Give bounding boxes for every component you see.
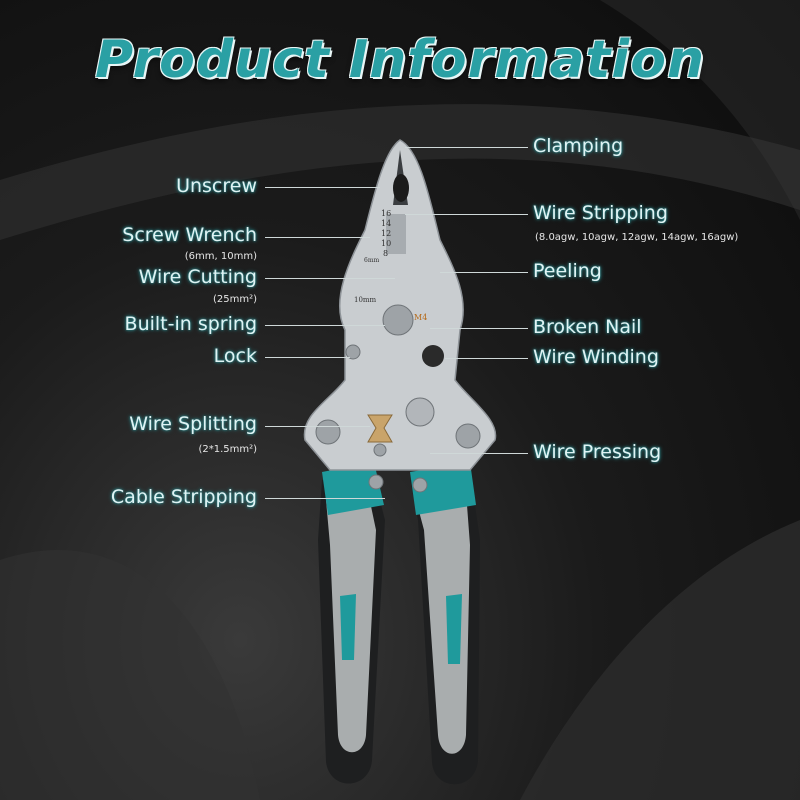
leader-wire-cutting — [265, 278, 395, 279]
leader-cable-stripping — [265, 498, 385, 499]
wrench-6mm-marking: 6mm — [364, 257, 380, 264]
label-wire-pressing: Wire Pressing — [533, 441, 662, 463]
label-lock: Lock — [213, 345, 257, 367]
steel-head — [303, 139, 497, 493]
label-clamping: Clamping — [533, 135, 624, 157]
label-wire-stripping: Wire Stripping — [533, 202, 668, 224]
label-wire-winding: Wire Winding — [533, 346, 659, 368]
gauge-12: 12 — [381, 229, 391, 238]
leader-clamping — [405, 147, 528, 148]
gauge-10: 10 — [381, 239, 391, 248]
label-peeling: Peeling — [533, 260, 602, 282]
label-wire-splitting: Wire Splitting — [129, 413, 257, 435]
gauge-14: 14 — [381, 219, 391, 228]
gauge-16: 16 — [381, 209, 391, 218]
hex-m4-marking: M4 — [414, 313, 427, 322]
leader-broken-nail — [430, 328, 528, 329]
label-screw-wrench: Screw Wrench — [122, 224, 257, 246]
leader-wire-splitting — [265, 426, 370, 427]
sub-wire-splitting: (2*1.5mm²) — [198, 444, 257, 455]
label-unscrew: Unscrew — [176, 175, 257, 197]
leader-peeling — [440, 272, 528, 273]
sub-screw-wrench: (6mm, 10mm) — [184, 251, 257, 262]
leader-wire-stripping — [405, 214, 528, 215]
sub-wire-stripping: (8.0agw, 10agw, 12agw, 14agw, 16agw) — [535, 232, 739, 243]
wrench-10mm-marking: 10mm — [354, 296, 377, 304]
leader-wire-winding — [445, 358, 528, 359]
leader-wire-pressing — [430, 453, 528, 454]
label-wire-cutting: Wire Cutting — [138, 266, 257, 288]
gauge-markings: 16 14 12 10 8 6mm 10mm M4 — [354, 209, 427, 322]
right-handle — [410, 462, 480, 785]
page-title: Product Information — [95, 30, 705, 90]
label-built-in-spring: Built-in spring — [124, 313, 257, 335]
label-cable-stripping: Cable Stripping — [110, 486, 257, 508]
leader-screw-wrench — [265, 237, 370, 238]
leader-unscrew — [265, 187, 380, 188]
leader-lock — [265, 357, 350, 358]
leader-built-in-spring — [265, 325, 385, 326]
sub-wire-cutting: (25mm²) — [212, 294, 257, 305]
left-handle — [318, 462, 385, 784]
gauge-8: 8 — [383, 249, 388, 258]
label-broken-nail: Broken Nail — [533, 316, 642, 338]
